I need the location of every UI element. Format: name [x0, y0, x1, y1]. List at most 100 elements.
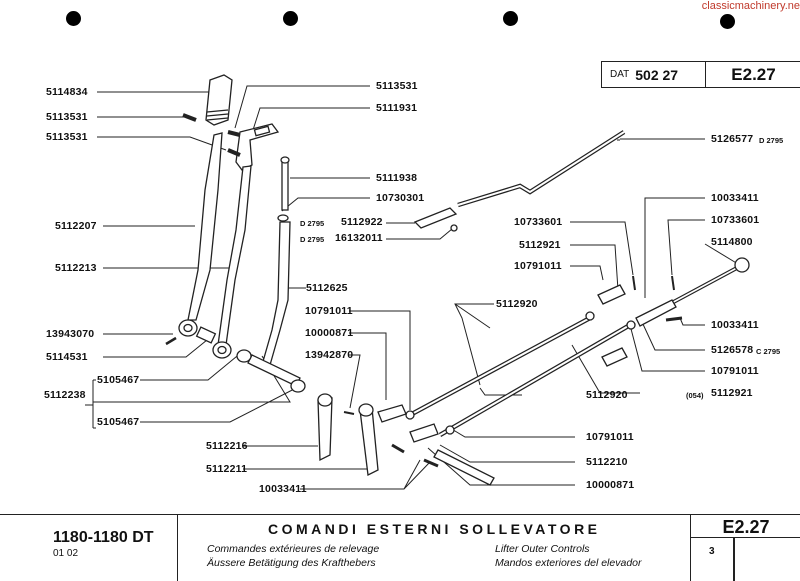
- leader-line: [349, 354, 361, 409]
- model-name: 1180-1180 DT: [53, 529, 154, 546]
- part-label: 10791011: [586, 431, 634, 443]
- dat-cell: DAT 502 27: [602, 62, 706, 87]
- part-label: 5112921: [519, 239, 561, 251]
- leader-line: [234, 85, 370, 129]
- part-label: 5112211: [206, 463, 248, 475]
- leader-line: [140, 385, 301, 423]
- leader-line: [644, 197, 705, 298]
- lever-5112213: [217, 165, 252, 346]
- dat-number: 502 27: [635, 66, 679, 83]
- model-versions: 01 02: [53, 548, 79, 559]
- dat-label: DAT: [610, 69, 630, 80]
- title-german: Äussere Betätigung des Krafthebers: [207, 557, 376, 569]
- clevis-5126578: [635, 299, 677, 327]
- part-label: 5105467: [97, 416, 140, 428]
- title-french: Commandes extérieures de relevage: [207, 543, 380, 555]
- part-label: 5111938: [376, 172, 418, 184]
- part-note: D 2795: [300, 235, 325, 244]
- leader-line: [629, 324, 705, 372]
- part-label: 10730301: [376, 192, 425, 204]
- leader-line: [570, 221, 634, 276]
- leader-line: [349, 332, 387, 400]
- lever-5112211: [359, 407, 379, 476]
- pin-13943070: [165, 336, 177, 346]
- part-note: D 2795: [759, 136, 784, 145]
- bolt-10033411: [665, 316, 683, 322]
- title-spanish: Mandos exteriores del elevador: [495, 557, 642, 569]
- leader-line: [103, 339, 208, 358]
- title-italian: COMANDI ESTERNI SOLLEVATORE: [268, 521, 601, 537]
- part-note: (054): [686, 391, 704, 400]
- part-label: 5112922: [341, 216, 383, 228]
- leader-line: [571, 344, 640, 394]
- clevis-5112921: [601, 347, 628, 367]
- leader-line: [281, 197, 370, 212]
- clevis-lower: [409, 423, 439, 443]
- part-label: 10733601: [514, 216, 563, 228]
- part-label: 5126578: [711, 344, 754, 356]
- part-label: 10033411: [711, 192, 759, 204]
- punch-hole: [66, 11, 81, 26]
- leader-line: [439, 444, 575, 463]
- pin-5112210: [433, 449, 495, 486]
- leader-line: [92, 379, 96, 429]
- leader-line: [140, 351, 243, 381]
- part-label: 5111931: [376, 102, 418, 114]
- part-label: 13943070: [46, 328, 95, 340]
- part-label: 5126577: [711, 133, 754, 145]
- leader-line: [386, 228, 453, 240]
- leader-line: [97, 136, 227, 151]
- part-label: 5112213: [55, 262, 97, 274]
- punch-hole: [503, 11, 518, 26]
- part-label: 10000871: [305, 327, 354, 339]
- block-5112922: [413, 207, 458, 229]
- bolt-10033411: [423, 458, 439, 468]
- nut-10791011: [626, 320, 636, 330]
- title-english: Lifter Outer Controls: [495, 543, 590, 555]
- nut-10791011: [585, 311, 595, 321]
- ball-5114800: [734, 257, 750, 273]
- part-label: 5112920: [586, 389, 628, 401]
- part-note: D 2795: [300, 219, 325, 228]
- leader-line: [704, 243, 739, 265]
- part-label: 10000871: [586, 479, 635, 491]
- leader-line: [641, 321, 705, 351]
- part-label: 5114531: [46, 351, 88, 363]
- header-reference-box: DAT 502 27 E2.27: [601, 61, 800, 88]
- part-label: 5112238: [44, 389, 86, 401]
- leader-line: [679, 317, 705, 326]
- part-label: 13942870: [305, 349, 354, 361]
- leader-line: [300, 459, 431, 490]
- leader-line: [427, 447, 575, 486]
- leader-line: [570, 244, 619, 291]
- shaft-5112238: [247, 354, 301, 387]
- part-label: 5114800: [711, 236, 753, 248]
- header-code: E2.27: [731, 64, 776, 84]
- lever-5112625: [261, 221, 291, 366]
- part-label: 5113531: [46, 111, 88, 123]
- leader-line: [349, 310, 411, 410]
- punch-hole: [720, 14, 735, 29]
- part-label: 5112625: [306, 282, 348, 294]
- divider: [733, 538, 735, 581]
- part-label: 5112216: [206, 440, 248, 452]
- screw-5113531: [182, 113, 197, 122]
- pin-10733601: [671, 275, 675, 291]
- exploded-parts-diagram: [85, 74, 750, 490]
- leader-line: [252, 107, 370, 131]
- part-label: 16132011: [335, 232, 383, 244]
- part-label: 10033411: [259, 483, 307, 495]
- part-label: 5105467: [97, 374, 140, 386]
- leader-line: [454, 303, 494, 386]
- part-label: 5112920: [496, 298, 538, 310]
- parts-drawing: [165, 74, 750, 486]
- rod-5111938: [281, 159, 289, 211]
- knob-5114834: [205, 74, 233, 126]
- model-cell: 1180-1180 DT 01 02: [0, 515, 178, 581]
- bushing-5114531: [195, 326, 217, 344]
- screw-5113531: [227, 148, 241, 157]
- title-block: 1180-1180 DT 01 02 COMANDI ESTERNI SOLLE…: [0, 514, 800, 581]
- punch-hole: [283, 11, 298, 26]
- lever-5112207: [187, 132, 223, 321]
- leader-line: [570, 265, 604, 281]
